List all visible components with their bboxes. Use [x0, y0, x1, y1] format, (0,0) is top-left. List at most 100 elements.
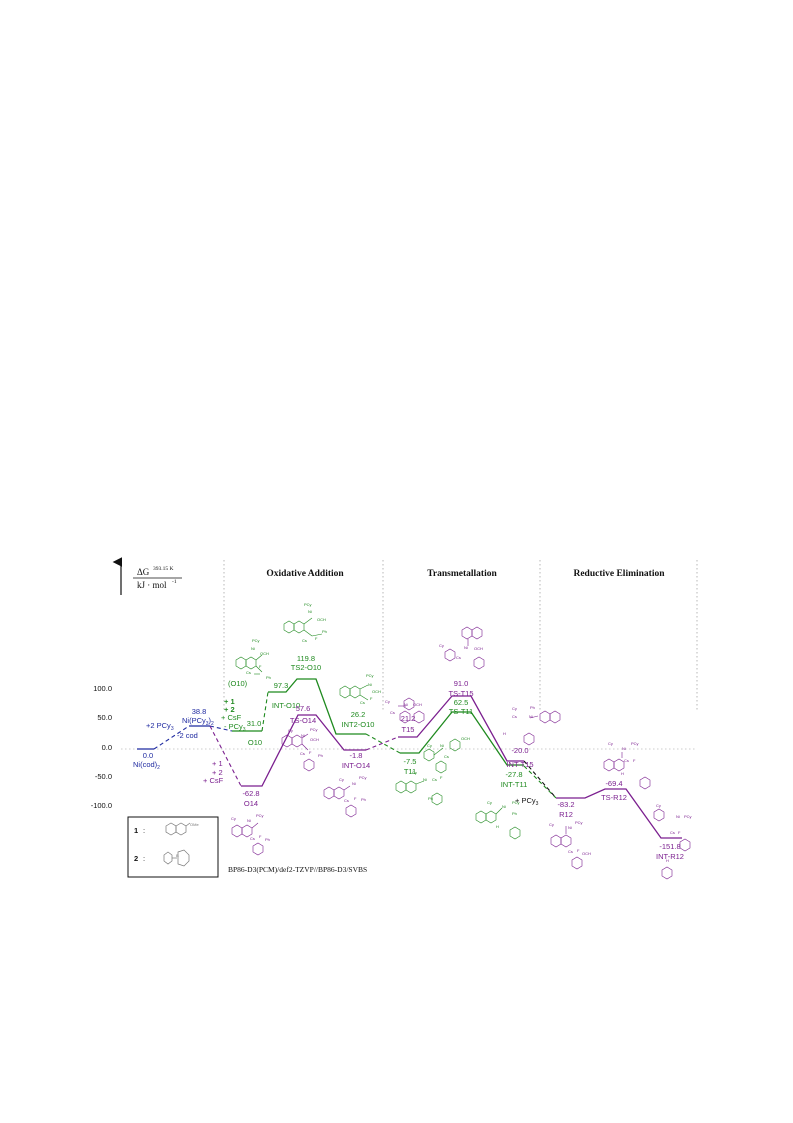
structure-int2-ni: Ni [368, 682, 372, 687]
name-ts-r12: TS-R12 [601, 793, 627, 802]
connector-purple-r12b [523, 760, 557, 799]
structure-o14-cy3p: Cy [231, 816, 236, 821]
structure-o14-pcy3: PCy [256, 813, 264, 818]
structure-int2-pcy3: PCy [366, 673, 374, 678]
structure-ts-r12-h3co: H [621, 771, 624, 776]
annotation-plus-2pcy3: +2 PCy3 [146, 721, 174, 732]
structure-int2-och3: OCH [372, 689, 381, 694]
structure-t11-ph: Ph [428, 796, 433, 801]
structure-int-t11-pcy3: PCy [512, 800, 520, 805]
structure-int-t11-ni: Ni [502, 804, 506, 809]
structure-t15-ni: Ni [404, 702, 408, 707]
structure-int-t15-ni: Ni [529, 714, 533, 719]
value-int-o10: 97.3 [274, 681, 289, 690]
y-tick-label: 0.0 [102, 743, 112, 752]
structure-ts-r12-ni: Ni [622, 746, 626, 751]
axis-title-unit: kJ · mol [137, 580, 167, 590]
legend-frame [127, 816, 219, 878]
name-r12: R12 [559, 810, 573, 819]
value-r12: -83.2 [557, 800, 574, 809]
structure-t11-cs: Cs [432, 777, 437, 782]
structure-o14-f: F [259, 834, 262, 839]
path-green-oa2 [268, 678, 366, 735]
structure-ts-t15-cy3p: Cy [439, 643, 444, 648]
name-t11: T11 [404, 767, 416, 776]
structure-ts-r12-f: F [633, 758, 636, 763]
structure-int-o14-ni: Ni [352, 781, 356, 786]
structure-int-o14-cy3p: Cy [339, 777, 344, 782]
structure-ts-t11-och3: OCH [461, 736, 470, 741]
value-o14: -62.8 [242, 789, 259, 798]
structure-ts-r12-cy3p: Cy [608, 741, 613, 746]
section-title-oxidative-addition: Oxidative Addition [266, 569, 344, 579]
name-ts2-o10: TS2-O10 [291, 663, 321, 672]
structure-o14 [231, 822, 264, 856]
structure-int-t11-h3co: H [496, 824, 499, 829]
axis-title-unit-sup: -1 [172, 579, 177, 585]
structure-ts-t11 [423, 738, 461, 774]
structure-int2-cs: Cs [360, 700, 365, 705]
structure-o10-ni: Ni [251, 646, 255, 651]
structure-int-r12-cy3p: Cy [656, 803, 661, 808]
value-int-r12: -151.8 [659, 842, 680, 851]
legend-item1-sub: OMe [190, 822, 199, 827]
legend-item2-sep: : [143, 854, 145, 863]
structure-int-t15 [523, 710, 561, 746]
structure-ts-o14-cs: Cs [300, 751, 305, 756]
name-int2-o10: INT2-O10 [342, 720, 375, 729]
legend-item1-label: 1 [134, 826, 138, 835]
value-ts-t15: 91.0 [454, 679, 469, 688]
section-title-transmetallation: Transmetallation [427, 569, 497, 579]
annotations: +2 PCy3 -2 cod + 1 + 2 + CsF - PCy3 (O10… [146, 679, 539, 807]
structure-t11 [395, 780, 443, 806]
value-t11: -7.5 [404, 757, 417, 766]
annotation-o10-paren: (O10) [228, 679, 248, 688]
connector-purple-t15 [365, 736, 399, 751]
structure-r12-cs: Cs [568, 849, 573, 854]
structure-ts-t15-ni: Ni [464, 645, 468, 650]
structure-int-t15-ph: Ph [530, 705, 535, 710]
structure-o14-ni: Ni [247, 818, 251, 823]
structure-t15 [398, 697, 425, 724]
method-label: BP86-D3(PCM)/def2-TZVP//BP86-D3/SVBS [228, 865, 367, 874]
value-ts-o14: 57.6 [296, 704, 311, 713]
structure-ts-o14-ni: Ni [301, 733, 305, 738]
y-tick-labels: 100.0 50.0 0.0 -50.0 -100.0 [91, 684, 112, 810]
y-tick-label: 50.0 [97, 713, 112, 722]
solid-paths [137, 678, 682, 839]
structure-int2-o10 [339, 684, 369, 701]
name-o10: O10 [248, 738, 262, 747]
y-tick-label: 100.0 [93, 684, 112, 693]
structure-ts-t11-cs: Cs [444, 754, 449, 759]
structure-ts-t11-cy3p: Cy [427, 743, 432, 748]
legend-box: 1 : OMe 2 : B [127, 816, 219, 878]
structure-ts-o14-och3: OCH [310, 737, 319, 742]
structure-ts-t15-cs: Cs [456, 655, 461, 660]
structure-int-t11 [475, 807, 521, 840]
y-tick-label: -50.0 [95, 772, 112, 781]
structure-t15-cy3p: Cy [385, 699, 390, 704]
name-ni-pcy3-2: Ni(PCy3)2 [182, 716, 214, 727]
structure-ts2-o10 [283, 617, 323, 637]
structure-r12-ni: Ni [568, 825, 572, 830]
structure-o10-f: F [259, 664, 262, 669]
structure-o10 [235, 654, 263, 675]
structure-t11-ni: Ni [423, 777, 427, 782]
axis-title-delta-g: ΔG [137, 567, 150, 577]
structure-r12-pcy3: PCy [575, 820, 583, 825]
structure-o14-ph: Ph [265, 837, 270, 842]
axis-title: ΔG 393.15 K kJ · mol -1 [133, 566, 182, 590]
name-int-o14: INT-O14 [342, 761, 370, 770]
structure-int-r12 [653, 808, 691, 880]
annotation-purple-csf: + CsF [203, 776, 224, 785]
name-int-t11: INT-T11 [501, 780, 528, 789]
path-green-tm [400, 711, 524, 766]
value-o10: 31.0 [247, 719, 262, 728]
legend-item2-label: 2 [134, 854, 138, 863]
structure-ts2-cs: Cs [302, 638, 307, 643]
structure-t11-f: F [440, 775, 443, 780]
annotation-green-minus-pcy3: - PCy3 [224, 722, 246, 733]
value-int-t11: -27.8 [505, 770, 522, 779]
structure-int-o14-ph: Ph [361, 797, 366, 802]
structure-int-o14-pcy3: PCy [359, 775, 367, 780]
